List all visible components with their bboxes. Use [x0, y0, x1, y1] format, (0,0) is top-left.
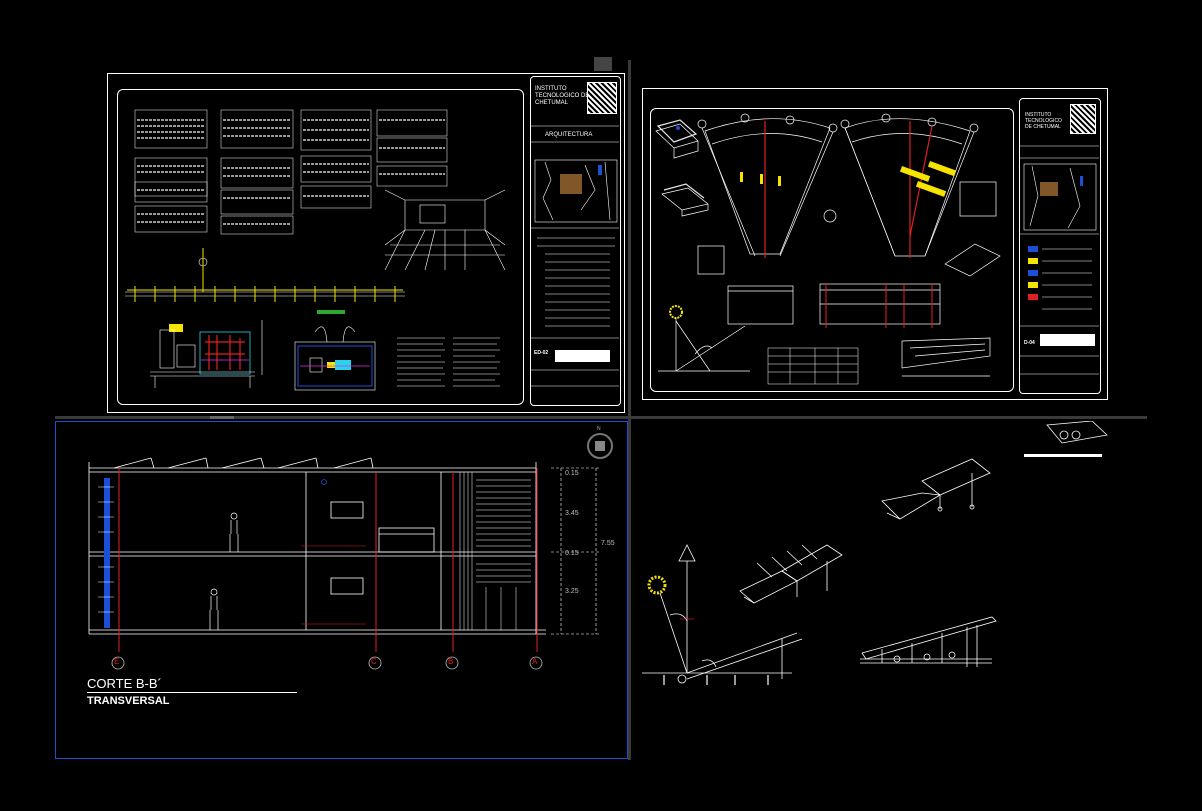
panel-details-drawing [642, 421, 1108, 685]
section-subtitle: TRANSVERSAL [87, 695, 170, 707]
axis-label-c: C [371, 657, 377, 666]
section-title: CORTE B-B´ [87, 676, 162, 691]
viewport-bottom-right[interactable] [632, 421, 1147, 759]
axis-label-b: B [448, 657, 454, 666]
section-title-underline [87, 692, 297, 693]
institute-name-line-3: CHETUMAL [535, 100, 569, 106]
institute-name-line-3: DE CHETUMAL [1025, 124, 1061, 130]
dimension-slab-top: 0.15 [565, 470, 579, 477]
sheet-outer-border [107, 73, 625, 413]
viewport-separator-vertical[interactable] [628, 60, 631, 760]
electrical-sheet-drawing [125, 109, 619, 391]
sheet-drawing-area [117, 89, 524, 405]
viewcube-face[interactable] [595, 441, 605, 451]
institute-name-line-2: TECNOLOGICO DE [535, 93, 590, 99]
dimension-upper-floor: 3.45 [565, 510, 579, 517]
viewport-bottom-edge-marker [210, 416, 234, 419]
viewcube[interactable] [587, 433, 613, 459]
discipline-label: ARQUITECTURA [545, 132, 593, 138]
sheet-code: ED-02 [534, 350, 549, 356]
sheet-code: D-04 [1024, 340, 1035, 346]
dimension-total-height: 7.55 [601, 540, 615, 547]
solar-sheet-drawing [655, 113, 1099, 385]
institute-name-line-1: INSTITUTO [1025, 112, 1052, 118]
compass-north-label: N [597, 426, 601, 432]
institute-logo [587, 82, 617, 114]
title-block [530, 76, 621, 406]
sheet-outer-border [642, 88, 1108, 400]
institute-logo [1070, 104, 1096, 134]
viewport-separator-horizontal[interactable] [55, 416, 1147, 419]
sheet-drawing-area [650, 108, 1014, 392]
viewport-maximize-icon[interactable] [594, 57, 612, 71]
dimension-slab-mid: 0.15 [565, 550, 579, 557]
axis-label-a: A [532, 657, 538, 666]
institute-name-line-1: INSTITUTO [535, 86, 567, 92]
dimension-lower-floor: 3.25 [565, 588, 579, 595]
viewport-top-left[interactable]: INSTITUTO TECNOLOGICO DE CHETUMAL ARQUIT… [105, 70, 627, 415]
section-drawing [88, 457, 601, 670]
viewport-bottom-left[interactable]: N CORTE B-B´ TRANSVERSAL E C B A 0.15 3.… [55, 421, 628, 759]
title-block [1019, 98, 1101, 394]
axis-label-e: E [114, 657, 120, 666]
viewport-top-right[interactable]: INSTITUTO TECNOLOGICO DE CHETUMAL D-04 [640, 86, 1110, 402]
institute-name-line-2: TECNOLOGICO [1025, 118, 1062, 124]
